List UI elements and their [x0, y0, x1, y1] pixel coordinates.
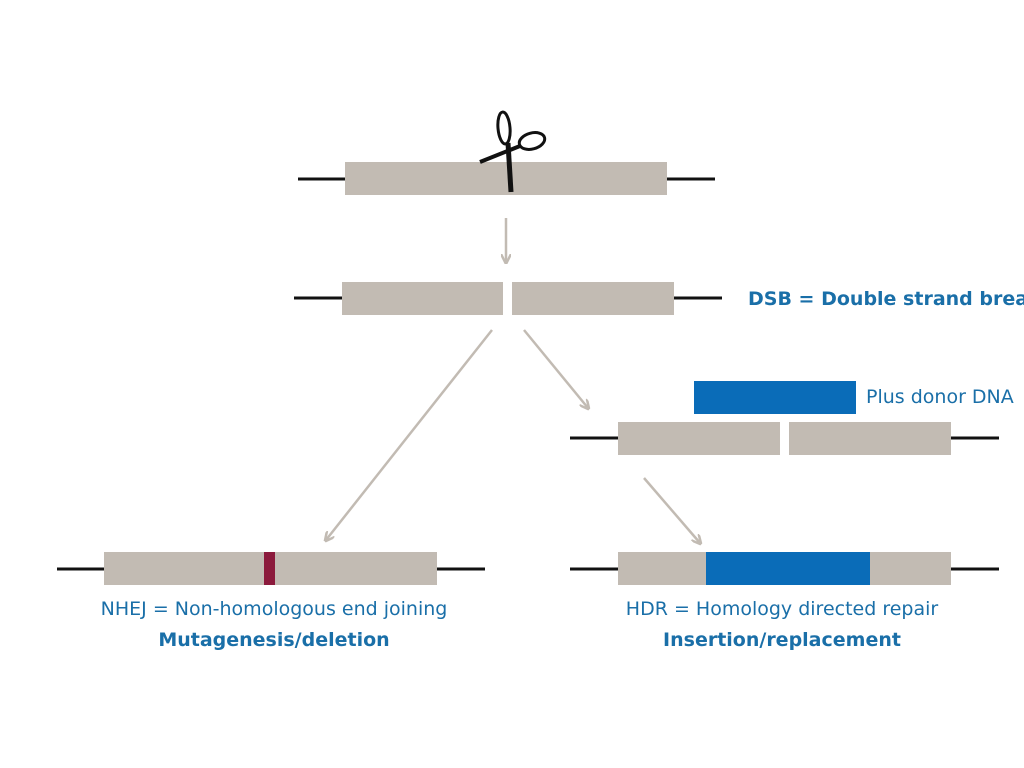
inserted-donor: [706, 552, 870, 585]
broken-dna: [294, 282, 722, 315]
dna-fragment-left: [342, 282, 503, 315]
hdr-outcome: Insertion/replacement: [663, 629, 901, 651]
broken-dna-with-donor: [570, 422, 999, 455]
dna-fragment-right: [512, 282, 674, 315]
arrow-to-hdr: [643, 477, 700, 543]
donor-dna: [694, 381, 856, 414]
arrow-to-nhej: [326, 329, 493, 540]
donor-label: Plus donor DNA: [866, 386, 1014, 408]
intact-dna: [298, 162, 715, 195]
dna-fragment-left: [618, 422, 780, 455]
dna-segment: [345, 162, 667, 195]
nhej-result-dna: [57, 552, 485, 585]
nhej-outcome: Mutagenesis/deletion: [158, 629, 390, 651]
dsb-label: DSB = Double strand break: [748, 288, 1024, 310]
mutation-mark: [264, 552, 275, 585]
arrow-to-donor: [523, 329, 588, 408]
dna-fragment-right: [789, 422, 951, 455]
nhej-title: NHEJ = Non-homologous end joining: [100, 598, 448, 620]
scissors-icon: [479, 110, 547, 193]
hdr-result-dna: [570, 552, 999, 585]
hdr-title: HDR = Homology directed repair: [625, 598, 939, 620]
